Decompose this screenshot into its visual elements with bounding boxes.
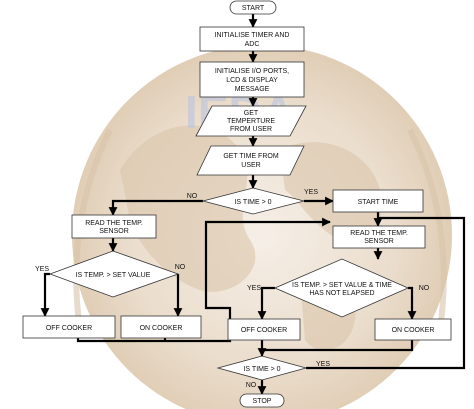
node-off-cooker-left: OFF COOKER [22, 315, 116, 339]
node-get-time-label-1: GET TIME FROM [223, 153, 279, 160]
node-start: START [229, 0, 277, 15]
node-is-time-2: IS TIME > 0 [216, 355, 308, 381]
connectors [40, 14, 466, 395]
edge-label-temp-right-no: NO [419, 285, 430, 292]
node-is-time-1: IS TIME > 0 [201, 187, 305, 215]
node-is-temp-left-label: IS TEMP. > SET VALUE [76, 272, 151, 279]
node-stop: STOP [239, 393, 285, 408]
node-init-timer-label-1: INITIALISE TIMER AND [215, 32, 290, 39]
node-init-io: INITIALISE I/O PORTS, LCD & DISPLAY MESS… [199, 61, 305, 98]
node-read-sensor-left-label-1: READ THE TEMP. [85, 220, 143, 227]
node-get-time: GET TIME FROM USER [196, 145, 305, 176]
node-on-cooker-right-label: ON COOKER [392, 327, 435, 334]
node-read-sensor-left: READ THE TEMP. SENSOR [71, 214, 157, 239]
node-off-cooker-right-label: OFF COOKER [241, 327, 287, 334]
edge-label-temp-left-yes: YES [35, 266, 49, 273]
node-start-label: START [242, 5, 265, 12]
node-read-sensor-left-label-2: SENSOR [99, 228, 129, 235]
node-read-sensor-right: READ THE TEMP. SENSOR [332, 225, 426, 249]
node-on-cooker-left: ON COOKER [120, 315, 202, 339]
edge-label-time1-yes: YES [304, 189, 318, 196]
node-init-io-label-3: MESSAGE [235, 86, 270, 93]
node-get-temp-label-3: FROM USER [230, 126, 272, 133]
edge-label-time1-no: NO [187, 193, 198, 200]
node-stop-label: STOP [253, 398, 272, 405]
node-get-temp-label-2: TEMPERTURE [227, 118, 275, 125]
node-on-cooker-left-label: ON COOKER [140, 325, 183, 332]
edge-label-temp-right-yes: YES [247, 285, 261, 292]
edge-label-time2-no: NO [246, 382, 257, 389]
node-get-time-label-2: USER [241, 162, 260, 169]
node-off-cooker-left-label: OFF COOKER [46, 325, 92, 332]
node-start-time: START TIME [332, 189, 424, 213]
node-is-temp-right-label-2: HAS NOT ELAPSED [309, 290, 374, 297]
node-init-io-label-2: LCD & DISPLAY [226, 77, 278, 84]
edge-label-time2-yes: YES [316, 361, 330, 368]
node-get-temp-label-1: GET [244, 110, 259, 117]
node-is-temp-right-label-1: IS TEMP. > SET VALUE & TIME [292, 282, 392, 289]
node-on-cooker-right: ON COOKER [374, 318, 452, 341]
node-get-temp: GET TEMPERTURE FROM USER [195, 105, 307, 137]
node-init-timer: INITIALISE TIMER AND ADC [199, 26, 305, 52]
node-init-timer-label-2: ADC [245, 41, 260, 48]
node-is-temp-right: IS TEMP. > SET VALUE & TIME HAS NOT ELAP… [273, 258, 409, 318]
node-read-sensor-right-label-1: READ THE TEMP. [350, 230, 408, 237]
node-is-time-2-label: IS TIME > 0 [243, 366, 280, 373]
node-read-sensor-right-label-2: SENSOR [364, 238, 394, 245]
node-off-cooker-right: OFF COOKER [227, 318, 301, 341]
node-is-temp-left: IS TEMP. > SET VALUE [48, 250, 180, 298]
edge-label-temp-left-no: NO [175, 264, 186, 271]
node-is-time-1-label: IS TIME > 0 [234, 199, 271, 206]
node-start-time-label: START TIME [358, 199, 399, 206]
node-init-io-label-1: INITIALISE I/O PORTS, [215, 68, 289, 75]
